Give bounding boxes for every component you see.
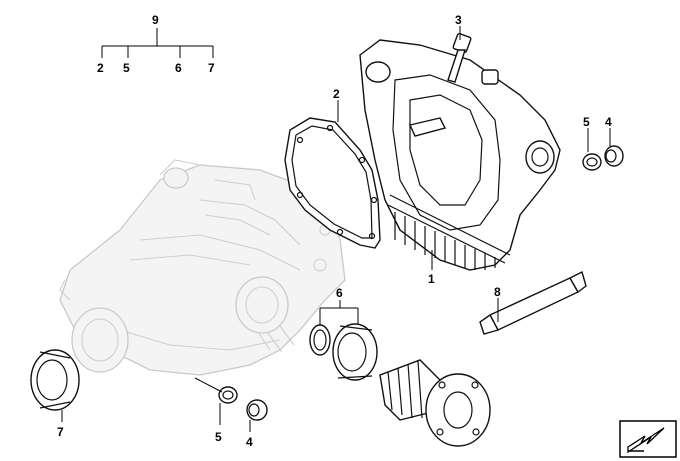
shaft-seal-part (332, 323, 378, 381)
callout-4-right: 4 (605, 115, 612, 129)
compound-tube-part (479, 270, 587, 335)
screw-plug-bottom (246, 399, 268, 421)
callout-6-tree: 6 (175, 61, 182, 75)
callout-1: 1 (428, 272, 435, 286)
callout-5-bottom: 5 (215, 430, 222, 444)
callout-7-tree: 7 (208, 61, 215, 75)
differential-housing-ghost (59, 159, 346, 376)
callout-5-tree: 5 (123, 61, 130, 75)
callout-4-bottom: 4 (246, 435, 253, 449)
callout-5-right: 5 (583, 115, 590, 129)
bolt-part (447, 32, 472, 83)
callout-8: 8 (494, 285, 501, 299)
rear-cover-part (359, 39, 561, 271)
callout-6: 6 (336, 286, 343, 300)
callout-7: 7 (57, 425, 64, 439)
output-flange-part (379, 359, 491, 447)
callout-9: 9 (152, 13, 159, 27)
callout-3: 3 (455, 13, 462, 27)
shaft-seal-left-part (30, 349, 80, 411)
callout-2-tree: 2 (97, 61, 104, 75)
seal-ring-bottom (218, 386, 238, 404)
gasket-part (284, 117, 381, 249)
arrow-icon (619, 420, 677, 458)
callout-2: 2 (333, 87, 340, 101)
seal-ring-right (582, 153, 602, 171)
leader-lines (61, 26, 611, 432)
o-ring-part (309, 324, 331, 356)
screw-plug-right (604, 145, 624, 167)
